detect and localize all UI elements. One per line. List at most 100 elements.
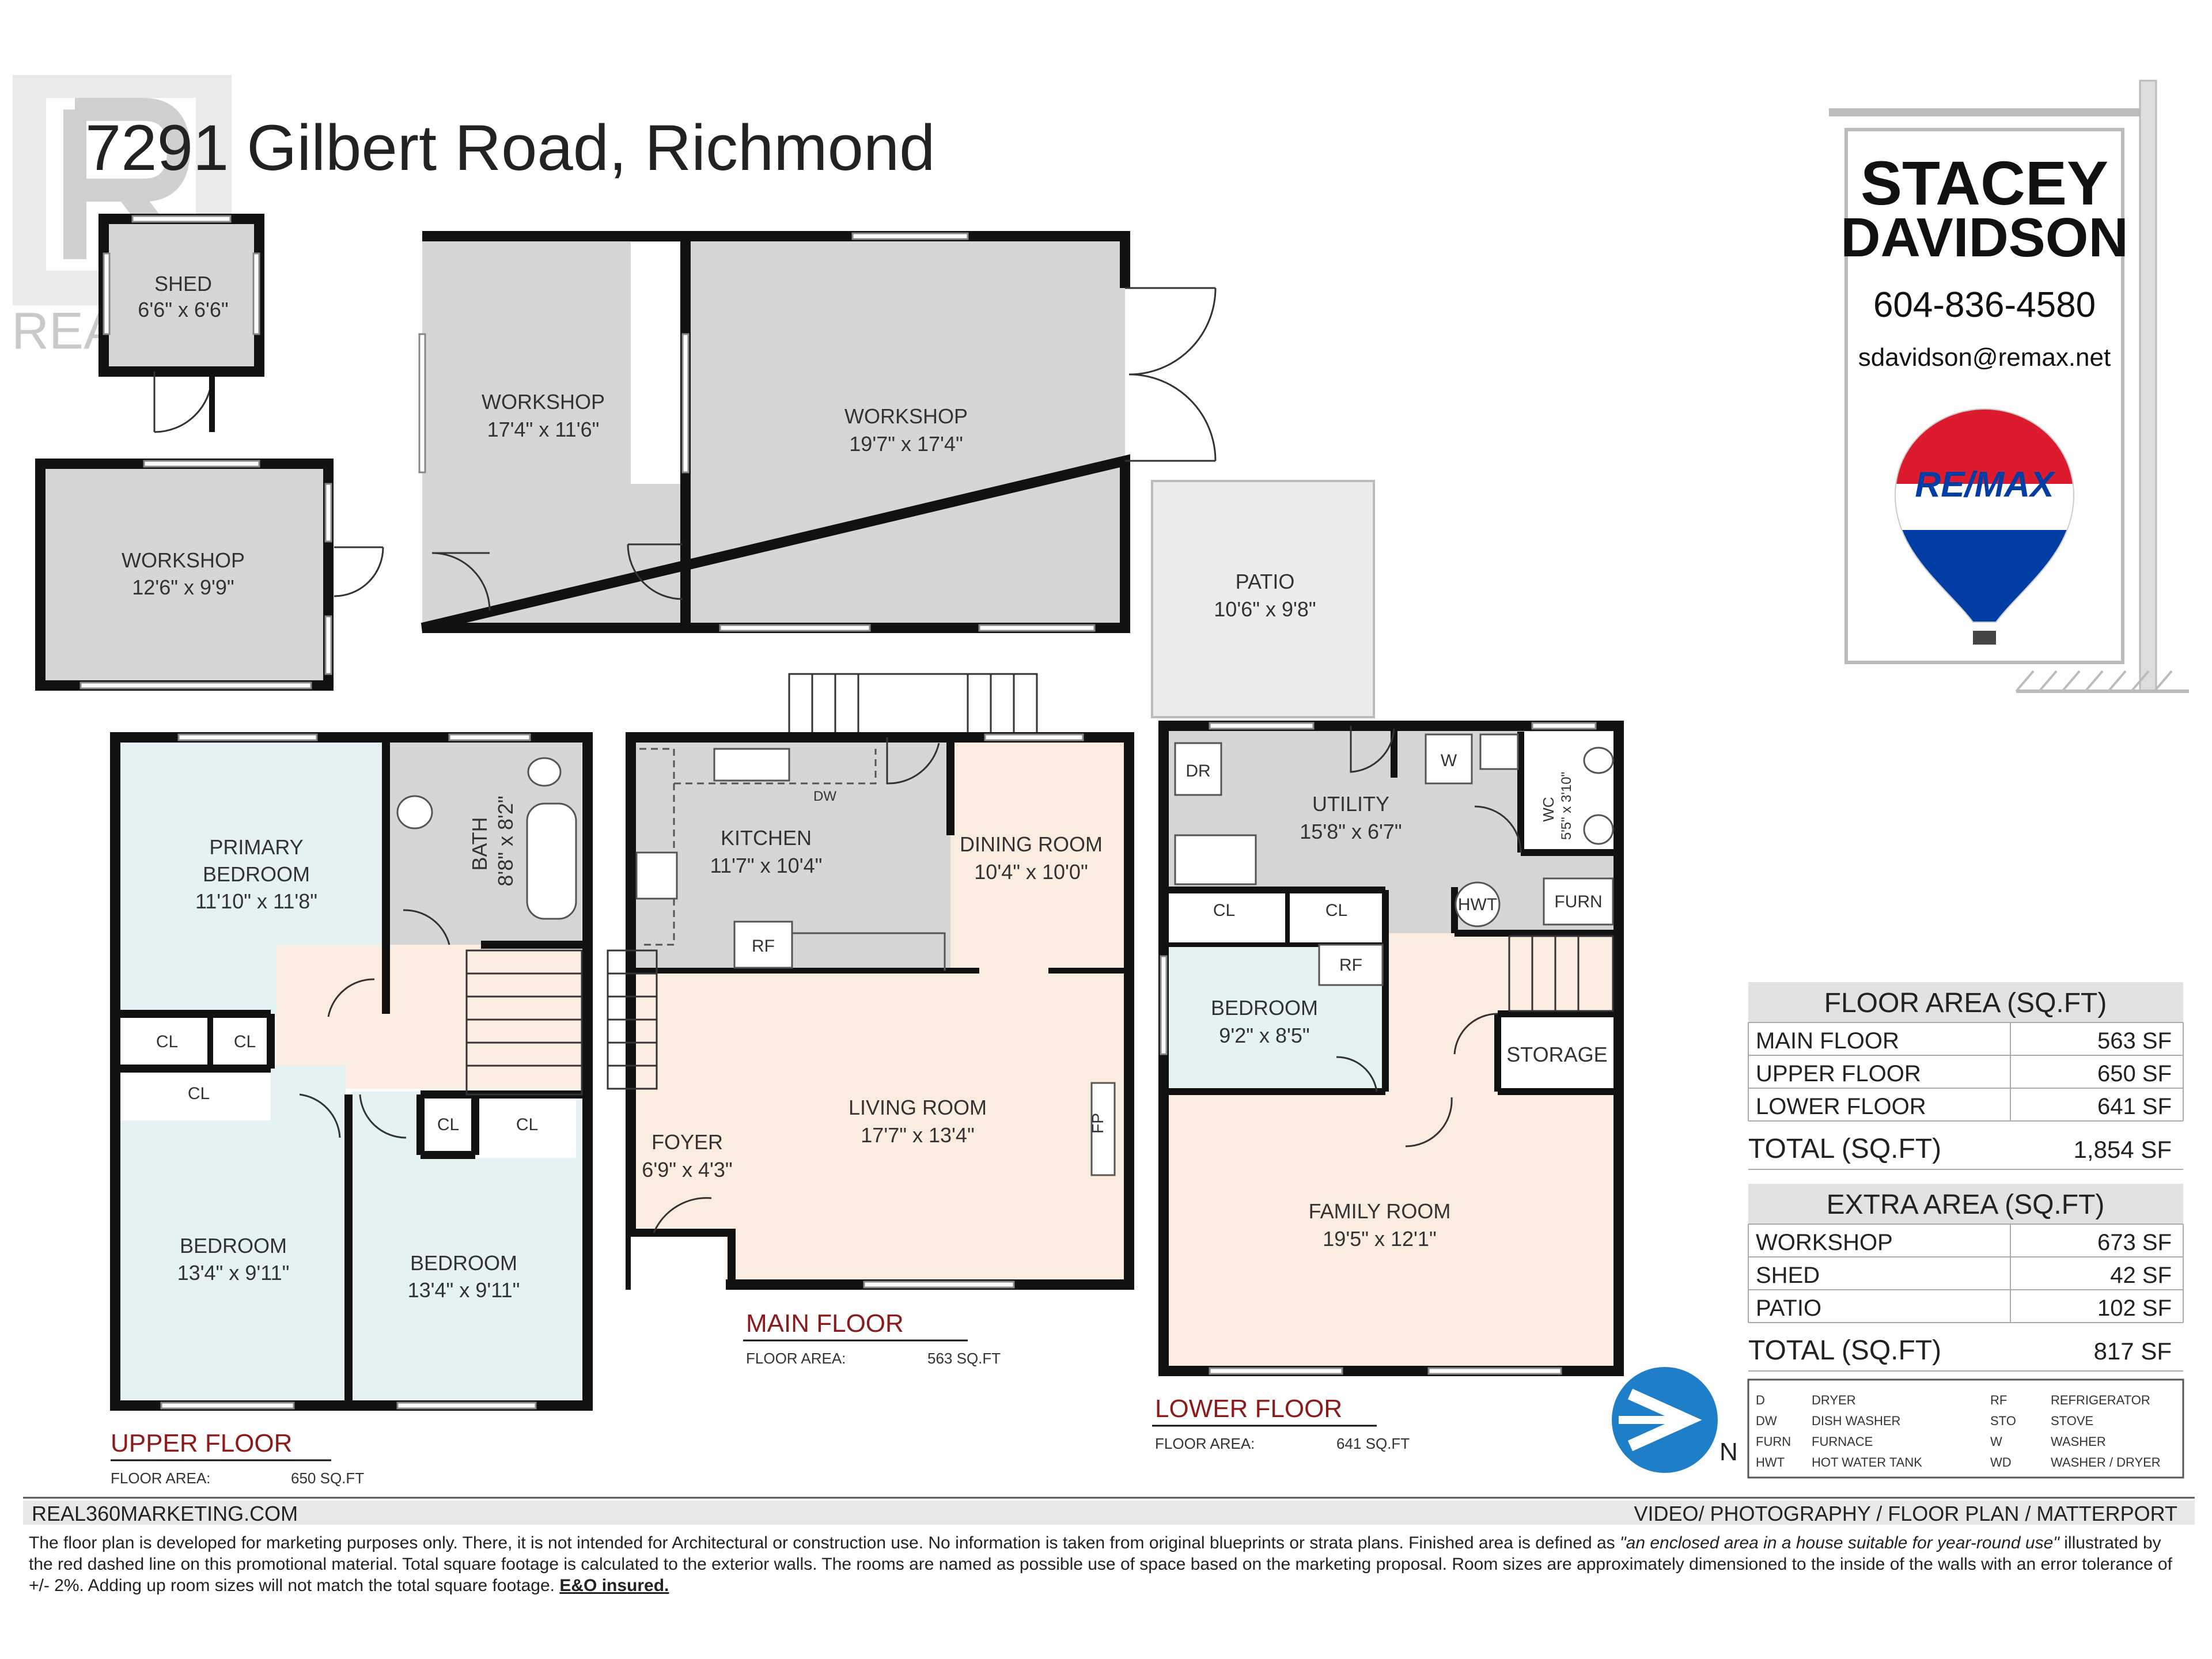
extra-area-row-1-value: 673 SF: [2097, 1230, 2172, 1255]
disclaimer-part-2: illustrated by the red dashed line on th…: [29, 1533, 2172, 1595]
kitchen-sink-icon: [713, 748, 790, 782]
disclaimer-eo: E&O insured.: [559, 1576, 669, 1595]
footer-disclaimer: The floor plan is developed for marketin…: [29, 1532, 2183, 1596]
lower-bedroom-label: BEDROOM: [1211, 996, 1318, 1020]
primary-bedroom-dims: 11'10" x 11'8": [195, 889, 317, 913]
extra-area-row-1-label: WORKSHOP: [1756, 1230, 1893, 1255]
hwt-label: HWT: [1458, 895, 1497, 914]
lower-floor-title: LOWER FLOOR: [1155, 1395, 1342, 1423]
bedroom-right-dims: 13'4" x 9'11": [408, 1278, 520, 1302]
disclaimer-quote: "an enclosed area in a house suitable fo…: [1620, 1533, 2059, 1552]
workshop-small-dims: 12'6" x 9'9": [132, 575, 234, 599]
closet-label-1: CL: [156, 1032, 178, 1051]
floor-area-row-1-value: 563 SF: [2097, 1028, 2172, 1054]
legend-r4-b: HOT WATER TANK: [1812, 1455, 1922, 1469]
agent-sign: STACEY DAVIDSON 604-836-4580 sdavidson@r…: [1829, 79, 2189, 693]
shed: SHED 6'6" x 6'6": [99, 214, 264, 433]
patio-dims: 10'6" x 9'8": [1214, 597, 1316, 621]
bedroom-right-label: BEDROOM: [410, 1251, 517, 1275]
foyer-dims: 6'9" x 4'3": [642, 1158, 732, 1181]
main-floor-title: MAIN FLOOR: [746, 1309, 904, 1338]
workshop-mid-dims: 17'4" x 11'6": [487, 418, 600, 441]
storage-label: STORAGE: [1506, 1043, 1607, 1066]
lower-closet-label-1: CL: [1213, 901, 1235, 920]
wc-sink-icon: [1583, 814, 1614, 845]
extra-area-row-2-label: SHED: [1756, 1263, 1820, 1288]
legend-r4-c: WD: [1990, 1455, 2012, 1469]
extra-area-title: EXTRA AREA (SQ.FT): [1827, 1190, 2105, 1220]
agent-phone[interactable]: 604-836-4580: [1873, 285, 2096, 325]
fp-label: FP: [1089, 1113, 1107, 1134]
extra-area-row-3-value: 102 SF: [2097, 1296, 2172, 1321]
bath-label: BATH: [468, 817, 491, 870]
floor-area-row-3-label: LOWER FLOOR: [1756, 1094, 1926, 1119]
main-floor-area-label: FLOOR AREA:: [746, 1350, 846, 1367]
workshop-mid-label: WORKSHOP: [482, 390, 605, 414]
utility-label: UTILITY: [1312, 792, 1389, 816]
dining-room-dims: 10'4" x 10'0": [974, 860, 1088, 884]
workshop-small-label: WORKSHOP: [122, 548, 245, 572]
legend-r3-b: FURNACE: [1812, 1434, 1873, 1449]
floor-area-row-2-label: UPPER FLOOR: [1756, 1061, 1921, 1086]
furnace-label: FURN: [1554, 892, 1602, 911]
living-room-label: LIVING ROOM: [849, 1096, 987, 1119]
lower-rf-label: RF: [1339, 956, 1362, 975]
compass-icon: N: [1612, 1367, 1738, 1473]
family-room-dims: 19'5" x 12'1": [1323, 1227, 1436, 1251]
extra-area-row-2-value: 42 SF: [2110, 1263, 2172, 1288]
bathtub-icon: [526, 802, 577, 920]
washer-label: W: [1441, 751, 1457, 770]
extra-area-row-3-label: PATIO: [1756, 1296, 1821, 1321]
bedroom-left-label: BEDROOM: [180, 1234, 287, 1257]
dryer-label: DR: [1185, 762, 1210, 781]
foyer-label: FOYER: [652, 1130, 723, 1154]
agent-email[interactable]: sdavidson@remax.net: [1858, 343, 2111, 372]
family-room-label: FAMILY ROOM: [1309, 1199, 1451, 1223]
legend-r2-c: STO: [1990, 1414, 2016, 1428]
utility-sink-icon: [1479, 733, 1519, 770]
lower-floor: DR W HWT FURN RF CL CL UTILITY 15'8" x 6…: [1152, 721, 1624, 1452]
shed-dims: 6'6" x 6'6": [138, 298, 228, 321]
primary-bedroom-label-2: BEDROOM: [203, 862, 310, 886]
floor-area-row-1-label: MAIN FLOOR: [1756, 1028, 1899, 1054]
wc-toilet-icon: [1583, 747, 1614, 774]
toilet-icon: [527, 757, 562, 787]
floor-area-total-label: TOTAL (SQ.FT): [1748, 1134, 1941, 1164]
compass-north-label: N: [1719, 1438, 1738, 1466]
workshop-large-label: WORKSHOP: [844, 404, 968, 428]
kitchen-dims: 11'7" x 10'4": [710, 854, 823, 877]
legend-r1-a: D: [1756, 1393, 1765, 1407]
legend-r3-a: FURN: [1756, 1434, 1791, 1449]
legend-r1-c: RF: [1990, 1393, 2007, 1407]
agent-first-name: STACEY: [1861, 148, 2108, 218]
floor-area-row-2-value: 650 SF: [2097, 1061, 2172, 1086]
main-rf-label: RF: [752, 937, 775, 956]
footer-bar: REAL360MARKETING.COM VIDEO/ PHOTOGRAPHY …: [23, 1497, 2195, 1525]
utility-dims: 15'8" x 6'7": [1300, 820, 1402, 843]
legend-r1-b: DRYER: [1812, 1393, 1856, 1407]
kitchen-label: KITCHEN: [721, 826, 812, 850]
living-room-dims: 17'7" x 13'4": [861, 1123, 974, 1147]
footer-site-link[interactable]: REAL360MARKETING.COM: [32, 1502, 298, 1525]
closet-label-2: CL: [234, 1032, 256, 1051]
remax-logo-text: RE/MAX: [1915, 465, 2056, 505]
legend-r3-d: WASHER: [2051, 1434, 2106, 1449]
wc-dims: 5'5" x 3'10": [1559, 772, 1574, 840]
closet-label-4: CL: [437, 1115, 459, 1134]
closet-label-5: CL: [516, 1115, 538, 1134]
fireplace-icon: [1090, 1082, 1116, 1176]
legend: D DRYER RF REFRIGERATOR DW DISH WASHER S…: [1747, 1378, 2184, 1479]
workshop-small: WORKSHOP 12'6" x 9'9": [35, 459, 384, 691]
upper-floor-title: UPPER FLOOR: [111, 1429, 292, 1457]
disclaimer-part-1: The floor plan is developed for marketin…: [29, 1533, 1620, 1552]
main-floor-area-value: 563 SQ.FT: [927, 1350, 1001, 1367]
lower-floor-area-label: FLOOR AREA:: [1155, 1435, 1255, 1452]
floor-area-table: FLOOR AREA (SQ.FT) MAIN FLOOR 563 SF UPP…: [1748, 982, 2184, 1170]
upper-floor-area-value: 650 SQ.FT: [291, 1469, 364, 1487]
upper-floor-area-label: FLOOR AREA:: [111, 1469, 210, 1487]
extra-area-total-value: 817 SF: [2094, 1338, 2172, 1365]
legend-r2-d: STOVE: [2051, 1414, 2093, 1428]
extra-area-total-label: TOTAL (SQ.FT): [1748, 1335, 1941, 1366]
floor-area-total-value: 1,854 SF: [2074, 1136, 2172, 1163]
